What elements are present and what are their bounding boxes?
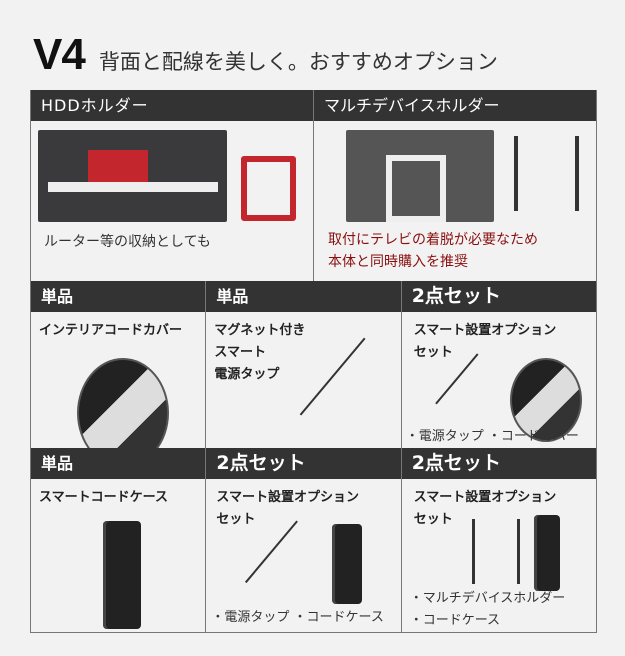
cord-case-image [332,524,363,604]
set-items: ・電源タップ ・コードカバー [405,429,579,444]
model-name: V4 [33,30,86,79]
cord-case-image [533,515,560,591]
product-name: スマート設置オプションセット [216,487,359,531]
option-smart-cord-case[interactable]: 単品 スマートコードケース [31,448,206,632]
hdd-holder-product-image [241,156,296,221]
multi-device-note-2: 本体と同時購入を推奨 [328,254,468,270]
set-items: ・電源タップ ・コードケース [211,610,384,625]
product-name: スマートコードケース [39,490,168,505]
option-interior-cord-cover[interactable]: 単品 インテリアコードカバー [31,281,206,468]
power-strip-image [434,353,504,426]
subtitle: 背面と配線を美しく。おすすめオプション [98,50,498,74]
product-name: スマート設置オプションセット [414,320,557,364]
set-item: ・マルチデバイスホルダー [409,591,566,606]
name-line: セット [216,512,256,527]
name-line: スマート [214,345,266,360]
cord-case-image [103,521,141,629]
name-line: スマート設置オプション [413,490,557,505]
option-multi-device-holder[interactable]: マルチデバイスホルダー 取付にテレビの着脱が必要なため 本体と同時購入を推奨 [313,90,596,281]
options-grid: HDDホルダー ルーター等の収納としても マルチデバイスホルダー 取付にテレビの… [30,90,597,633]
cell-header: HDDホルダー [31,90,313,121]
hdd-holder-photo [38,130,227,222]
power-strip-image [300,337,403,447]
option-magnet-power-strip[interactable]: 単品 マグネット付きスマート電源タップ [205,281,403,448]
cell-header: 2点セット [206,448,401,479]
name-line: マグネット付き [214,323,306,338]
option-set-tap-case[interactable]: 2点セット スマート設置オプションセット ・電源タップ ・コードケース [205,448,401,632]
option-hdd-holder[interactable]: HDDホルダー ルーター等の収納としても [31,90,313,281]
cell-header: マルチデバイスホルダー [314,90,596,121]
hdd-note: ルーター等の収納としても [44,234,211,250]
multi-device-holder-image [471,519,520,584]
name-line: セット [413,345,453,360]
option-set-tap-cover[interactable]: 2点セット スマート設置オプションセット ・電源タップ ・コードカバー [400,281,596,448]
page-title: V4 背面と配線を美しく。おすすめオプション [33,30,498,80]
product-name: スマート設置オプションセット [414,487,557,531]
product-name: マグネット付きスマート電源タップ [214,320,305,386]
cord-cover-image [509,358,582,442]
power-strip-image [245,520,328,608]
option-set-holder-case[interactable]: 2点セット スマート設置オプションセット ・マルチデバイスホルダー ・コードケー… [400,448,596,632]
multi-device-holder-photo [346,130,494,222]
cell-header: 2点セット [401,448,596,479]
set-item: ・コードケース [409,613,501,628]
name-line: スマート設置オプション [413,323,557,338]
name-line: 電源タップ [214,367,280,382]
name-line: セット [413,512,453,527]
cell-header: 単品 [31,281,206,312]
product-name: インテリアコードカバー [39,323,183,338]
cell-header: 単品 [31,448,206,479]
multi-device-note-1: 取付にテレビの着脱が必要なため [328,232,538,248]
cell-header: 単品 [206,281,401,312]
multi-device-holder-product-image [514,136,579,211]
cell-header: 2点セット [401,281,596,312]
name-line: スマート設置オプション [216,490,359,505]
